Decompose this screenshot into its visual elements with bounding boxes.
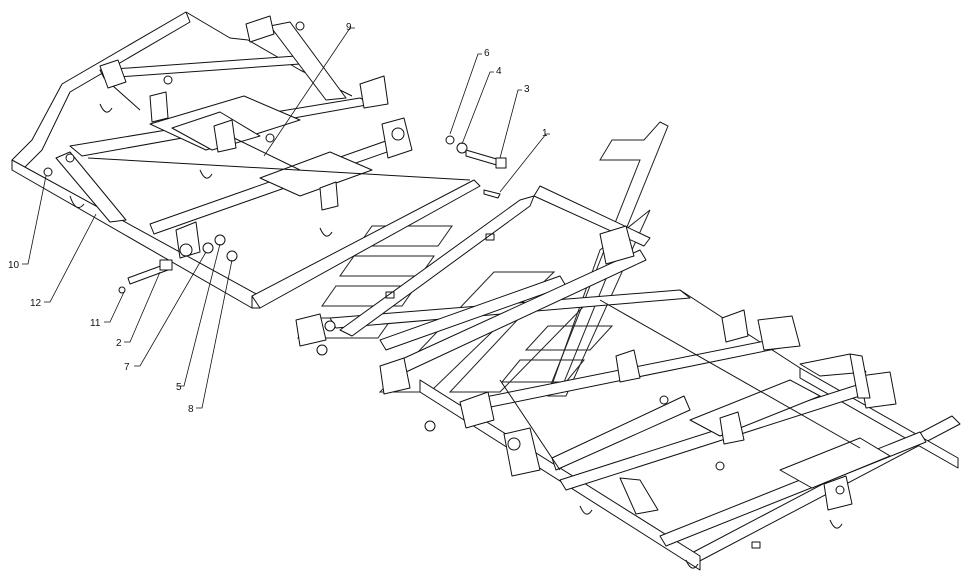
callout-leaders bbox=[22, 27, 550, 409]
nut-5 bbox=[214, 234, 226, 246]
lug-6 bbox=[319, 181, 339, 211]
nut-a bbox=[163, 75, 173, 85]
upper-right-rail bbox=[251, 179, 481, 309]
callout-11: 11 bbox=[90, 318, 101, 329]
callout-10: 10 bbox=[8, 260, 20, 271]
lower-frame-assembly bbox=[295, 185, 961, 571]
lug-2 bbox=[149, 91, 169, 123]
lower-flat-bar-3 bbox=[779, 437, 891, 489]
callout-1: 1 bbox=[542, 128, 548, 139]
lug-3 bbox=[213, 119, 237, 153]
washer-7 bbox=[202, 242, 214, 254]
callout-9: 9 bbox=[346, 22, 352, 33]
callout-8: 8 bbox=[188, 404, 194, 415]
lower-lug-2 bbox=[379, 357, 411, 395]
callout-7: 7 bbox=[124, 362, 130, 373]
upper-frame-assembly bbox=[11, 11, 481, 309]
lug-1 bbox=[99, 59, 127, 89]
lower-lug-1 bbox=[295, 313, 327, 347]
lower-pivot-housing bbox=[503, 427, 541, 477]
lower-bracket-tall bbox=[849, 353, 871, 399]
flat-bar-2 bbox=[259, 151, 373, 197]
pin-11 bbox=[118, 286, 126, 294]
washer-6 bbox=[445, 135, 455, 145]
upper-front-rail bbox=[11, 159, 261, 309]
hitch-bracket-left bbox=[55, 151, 127, 223]
lower-lug-7 bbox=[721, 309, 749, 343]
lower-hinge-bracket bbox=[619, 477, 659, 515]
upper-arm-left bbox=[339, 195, 535, 337]
callout-2: 2 bbox=[116, 338, 122, 349]
lower-cross-beam-3 bbox=[659, 431, 927, 547]
callout-6: 6 bbox=[484, 48, 490, 59]
nut-d bbox=[43, 167, 53, 177]
callout-labels: 9 6 4 3 1 10 12 11 2 7 5 8 bbox=[8, 22, 548, 415]
lower-lug-8 bbox=[757, 315, 801, 351]
lower-lug-6 bbox=[719, 411, 745, 445]
lower-side-rail bbox=[419, 379, 701, 571]
lower-lug-3 bbox=[459, 391, 495, 429]
cap-8 bbox=[226, 250, 238, 262]
nut-b bbox=[295, 21, 305, 31]
lower-flat-bar-1 bbox=[551, 395, 691, 471]
bolt-3 bbox=[465, 149, 501, 167]
lower-lug-4 bbox=[599, 225, 635, 265]
lower-hitch-bracket bbox=[799, 353, 867, 377]
pin-1 bbox=[483, 189, 501, 199]
hitch-bracket-right bbox=[269, 21, 347, 101]
lower-lug-5 bbox=[615, 349, 641, 383]
callout-12: 12 bbox=[30, 298, 42, 309]
hardware-parts bbox=[118, 135, 507, 294]
lug-5 bbox=[359, 75, 389, 109]
cross-beam-2 bbox=[99, 55, 301, 79]
callout-5: 5 bbox=[176, 382, 182, 393]
lug-4 bbox=[245, 15, 275, 43]
callout-3: 3 bbox=[524, 84, 530, 95]
callout-4: 4 bbox=[496, 66, 502, 77]
nut-c bbox=[265, 133, 275, 143]
upper-arm-right bbox=[533, 185, 651, 247]
